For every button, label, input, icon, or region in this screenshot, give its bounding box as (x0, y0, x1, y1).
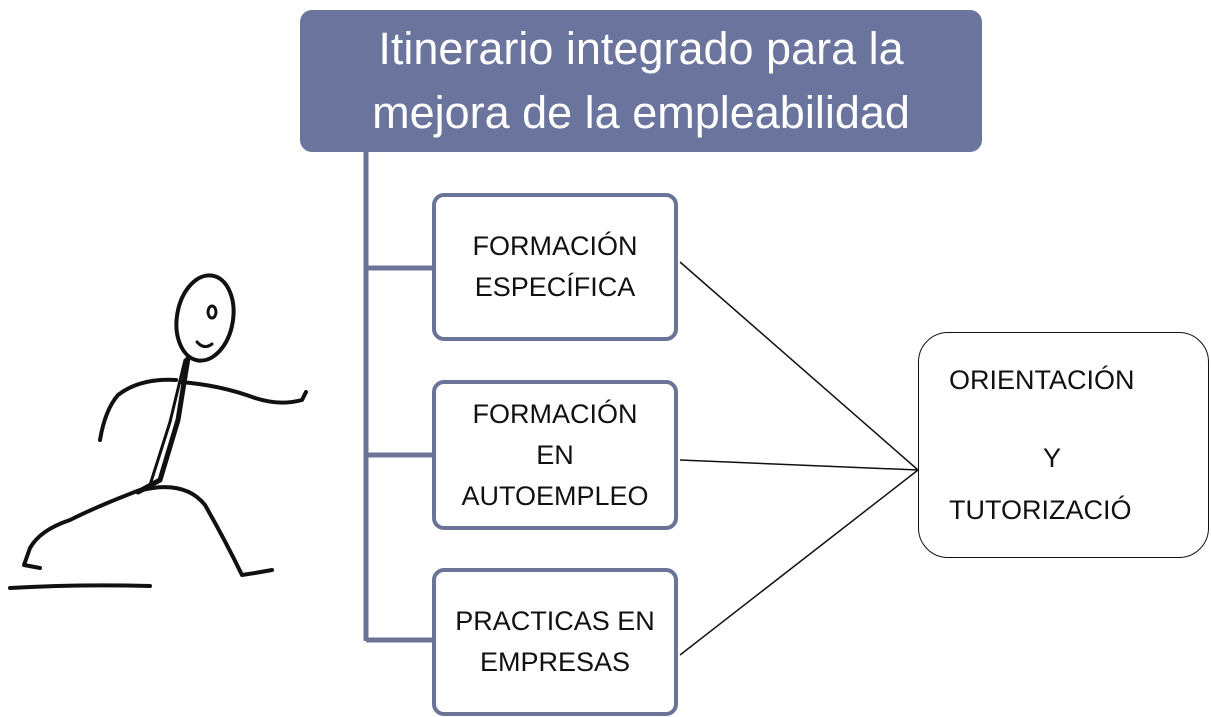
target-line-2: Y (1043, 443, 1062, 473)
box-formacion-especifica: FORMACIÓN ESPECÍFICA (432, 193, 678, 341)
box-practicas-empresas: PRACTICAS EN EMPRESAS (432, 568, 678, 716)
box-label-line: ESPECÍFICA (474, 272, 636, 302)
converge-line (679, 469, 919, 656)
box-orientacion-tutorizacion: ORIENTACIÓN Y TUTORIZACIÓ (918, 332, 1209, 558)
title-line-2: mejora de la empleabilidad (372, 87, 910, 138)
converge-line (679, 261, 919, 471)
box-label-line: FORMACIÓN (472, 231, 638, 261)
box-label-line: PRACTICAS EN (455, 606, 655, 636)
box-label-line: EMPRESAS (479, 647, 631, 677)
converge-line (679, 459, 919, 471)
box-label-line: AUTOEMPLEO (461, 480, 649, 511)
target-line-3: TUTORIZACIÓ (949, 495, 1132, 525)
title-line-1: Itinerario integrado para la (378, 23, 904, 74)
box-label-line: FORMACIÓN (472, 398, 638, 429)
diagram-title: Itinerario integrado para la mejora de l… (300, 10, 982, 152)
box-formacion-autoempleo: FORMACIÓN EN AUTOEMPLEO (432, 380, 678, 530)
target-line-1: ORIENTACIÓN (949, 365, 1135, 395)
box-label-line: EN (536, 439, 574, 470)
running-figure-icon (8, 273, 308, 590)
